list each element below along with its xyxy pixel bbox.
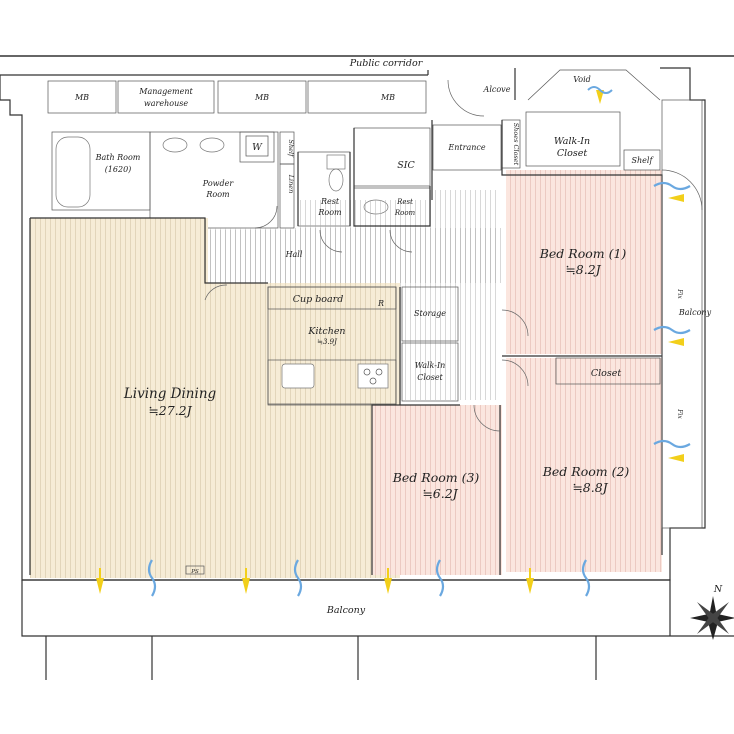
management-box <box>117 80 215 114</box>
wic-2-label-2: Closet <box>417 373 443 382</box>
sic-label: SIC <box>397 160 415 171</box>
basin-2 <box>199 137 225 153</box>
rest-room-2-label-1: Rest <box>396 198 413 206</box>
wic-1-label-1: Walk-In <box>554 136 590 147</box>
south-balcony <box>21 579 734 680</box>
bed3-label: Bed Room (3) <box>392 470 480 485</box>
closet-label: Closet <box>591 368 622 379</box>
kitchen-sink <box>281 363 315 389</box>
storage-room <box>401 286 459 342</box>
powder-label-1: Powder <box>202 179 235 188</box>
rest-room-1-label-2: Room <box>317 208 342 217</box>
walk-in-closet-2 <box>401 342 459 402</box>
door-bedroom-2 <box>501 359 529 387</box>
cooktop <box>357 363 389 389</box>
bath-label-2: (1620) <box>105 165 132 174</box>
shelf-bedroom-1-label: Shelf <box>632 156 655 165</box>
door-rest-1 <box>319 229 343 253</box>
bed1-size: ≒8.2J <box>565 262 601 277</box>
cupboard-label: Cup board <box>293 294 344 305</box>
powder-label-2: Room <box>205 190 230 199</box>
mb-label-2: MB <box>254 93 269 102</box>
bed1-label: Bed Room (1) <box>539 246 627 261</box>
mb-box-3 <box>307 80 427 114</box>
door-balcony-east <box>661 169 703 211</box>
basin-1 <box>162 137 188 153</box>
bathtub <box>55 136 91 208</box>
airflow-arrows <box>96 86 691 597</box>
mb-box-2 <box>217 80 307 114</box>
door-bedroom-1 <box>501 309 529 337</box>
sic-closet <box>353 127 431 187</box>
cupboard <box>267 286 397 310</box>
mb-box-1 <box>47 80 117 114</box>
door-ld <box>204 284 228 301</box>
ps-box <box>185 565 205 575</box>
mb-label-1: MB <box>74 93 89 102</box>
washer-icon <box>245 135 269 157</box>
bed2-size: ≒8.8J <box>572 480 608 495</box>
ps-label: PS <box>190 569 199 575</box>
linen-label: Linen <box>287 174 295 194</box>
east-balcony <box>661 99 703 529</box>
fix-label-1: Fix <box>676 288 683 299</box>
door-entrance <box>447 79 485 117</box>
toilet-tank-1 <box>326 154 346 170</box>
bath-label-1: Bath Room <box>95 153 141 162</box>
washer-label: W <box>252 142 263 153</box>
linen-closet <box>279 163 295 229</box>
north-label: N <box>713 584 723 595</box>
management-label-2: warehouse <box>144 99 188 108</box>
fridge-label: R <box>377 299 384 308</box>
wic-1-label-2: Closet <box>557 148 588 159</box>
rest-room-1-label-1: Rest <box>320 197 340 206</box>
washer-space <box>239 131 275 163</box>
void-area <box>527 69 661 101</box>
void-label: Void <box>573 75 591 84</box>
entrance-label: Entrance <box>447 143 485 152</box>
toilet-1-icon <box>328 168 344 192</box>
kitchen-size: ≒3.9J <box>317 338 338 346</box>
mb-label-3: MB <box>380 93 395 102</box>
east-balcony-label: Balcony <box>678 308 712 317</box>
hall-corridor <box>205 228 501 283</box>
corridor-label: Public corridor <box>349 58 424 69</box>
north-compass-icon <box>690 596 734 640</box>
living-size: ≒27.2J <box>148 403 192 418</box>
building-outline <box>0 67 706 581</box>
bed3-size: ≒6.2J <box>422 486 458 501</box>
shoes-closet-label: Shoes Closet <box>512 123 520 166</box>
door-powder <box>254 205 278 229</box>
kitchen-counter <box>267 359 397 405</box>
door-rest-2 <box>389 229 413 253</box>
walk-in-closet-1 <box>525 111 621 167</box>
shelf-label: Shelf <box>287 140 295 159</box>
closet-bedroom-2 <box>555 357 661 385</box>
rest-room-2-label-2: Room <box>394 209 416 217</box>
fix-label-2: Fix <box>676 408 683 419</box>
entrance <box>432 124 502 171</box>
wic-2-label-1: Walk-In <box>415 361 446 370</box>
living-label: Living Dining <box>123 386 217 402</box>
hall-label: Hall <box>285 250 303 259</box>
kitchen-label: Kitchen <box>307 326 345 337</box>
storage-label: Storage <box>414 309 446 318</box>
door-bedroom-3 <box>473 404 501 432</box>
management-label-1: Management <box>138 87 193 96</box>
alcove-label: Alcove <box>483 85 511 94</box>
south-balcony-label: Balcony <box>326 605 366 616</box>
interior-walls <box>29 120 663 575</box>
shelf-bedroom-1 <box>623 149 661 171</box>
bed2-label: Bed Room (2) <box>542 464 630 479</box>
